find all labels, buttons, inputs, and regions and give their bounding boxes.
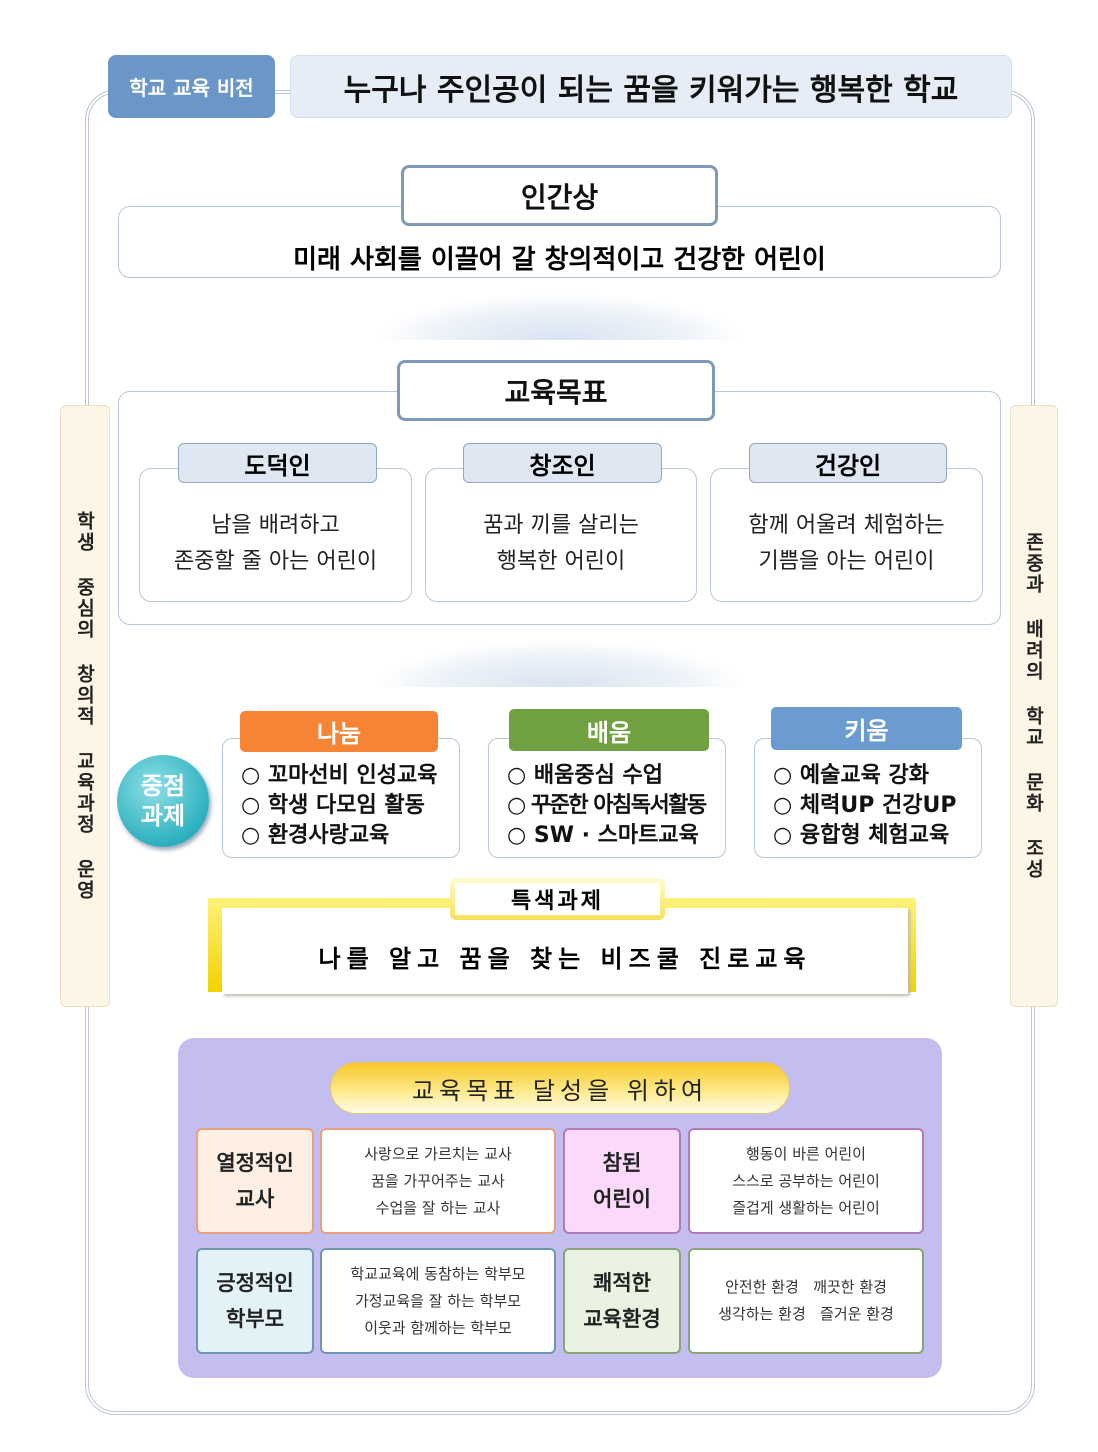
desc-line: 가정교육을 잘 하는 학부모 [354,1291,522,1310]
achieve-title: 교육목표 달성을 위하여 [330,1062,790,1114]
badge-line: 과제 [140,802,186,830]
badge-line: 중점 [140,772,186,800]
task-item: ○ 배움중심 수업 [507,763,663,788]
label-line: 참된 [602,1151,642,1175]
goal-line: 기쁨을 아는 어린이 [758,549,935,574]
special-task-box: 나를 알고 꿈을 찾는 비즈쿨 진로교육 [208,898,916,994]
label-line: 긍정적인 [216,1271,294,1295]
task-item: ○ 체력UP 건강UP [773,793,957,818]
arrow-shape [380,642,740,687]
vision-title: 누구나 주인공이 되는 꿈을 키워가는 행복한 학교 [290,55,1012,118]
label-line: 열정적인 [216,1151,294,1175]
label-line: 교육환경 [583,1307,661,1331]
goal-tab-creative: 창조인 [463,443,662,483]
task-item: ○ 환경사랑교육 [241,823,390,848]
desc-line: 이웃과 함께하는 학부모 [364,1318,512,1337]
task-item: ○ 예술교육 강화 [773,763,929,788]
goal-line: 행복한 어린이 [496,549,626,574]
label-line: 교사 [235,1187,275,1211]
side-banner-left: 학생 중심의 창의적 교육과정 운영 [60,405,110,1007]
desc-line: 사랑으로 가르치는 교사 [364,1144,512,1163]
vision-label: 학교 교육 비전 [108,55,275,118]
desc-line: 즐겁게 생활하는 어린이 [732,1198,880,1217]
goals-title: 교육목표 [397,360,715,421]
task-item: ○ 융합형 체험교육 [773,823,950,848]
label-line: 쾌적한 [593,1271,651,1295]
desc-line: 생각하는 환경 즐거운 환경 [718,1305,894,1323]
desc-line: 행동이 바른 어린이 [746,1144,866,1163]
task-item: ○ SW · 스마트교육 [507,823,699,848]
label-line: 학부모 [226,1307,284,1331]
desc-line: 안전한 환경 깨끗한 환경 [725,1278,887,1296]
task-tab-learning: 배움 [509,709,709,751]
special-task-label: 특색과제 [455,883,660,915]
special-task-tab: 특색과제 [450,878,665,920]
desc-line: 꿈을 가꾸어주는 교사 [371,1171,505,1190]
label-line: 어린이 [593,1187,651,1211]
task-card-growing: ○ 예술교육 강화 ○ 체력UP 건강UP ○ 융합형 체험교육 [754,738,982,858]
goal-tab-moral: 도덕인 [178,443,377,483]
special-task-text: 나를 알고 꿈을 찾는 비즈쿨 진로교육 [222,908,908,994]
goal-tab-healthy: 건강인 [749,443,947,483]
side-banner-right: 존중과 배려의 학교 문화 조성 [1010,405,1058,1007]
task-item: ○ 학생 다모임 활동 [241,793,425,818]
desc-line: 스스로 공부하는 어린이 [732,1171,880,1190]
task-card-learning: ○ 배움중심 수업 ○ 꾸준한 아침독서활동 ○ SW · 스마트교육 [488,738,726,858]
task-tab-growing: 키움 [771,707,962,750]
task-card-sharing: ○ 꼬마선비 인성교육 ○ 학생 다모임 활동 ○ 환경사랑교육 [222,738,460,858]
goal-line: 함께 어울려 체험하는 [748,513,945,538]
goal-line: 존중할 줄 아는 어린이 [173,549,378,574]
task-tab-sharing: 나눔 [240,711,438,752]
task-item: ○ 꾸준한 아침독서활동 [507,793,707,818]
task-item: ○ 꼬마선비 인성교육 [241,763,438,788]
goal-line: 꿈과 끼를 살리는 [483,513,639,538]
goal-line: 남을 배려하고 [211,513,340,538]
desc-line: 수업을 잘 하는 교사 [375,1198,501,1217]
desc-line: 학교교육에 동참하는 학부모 [350,1264,526,1283]
human-image-title: 인간상 [401,165,718,226]
arrow-shape [380,295,740,340]
